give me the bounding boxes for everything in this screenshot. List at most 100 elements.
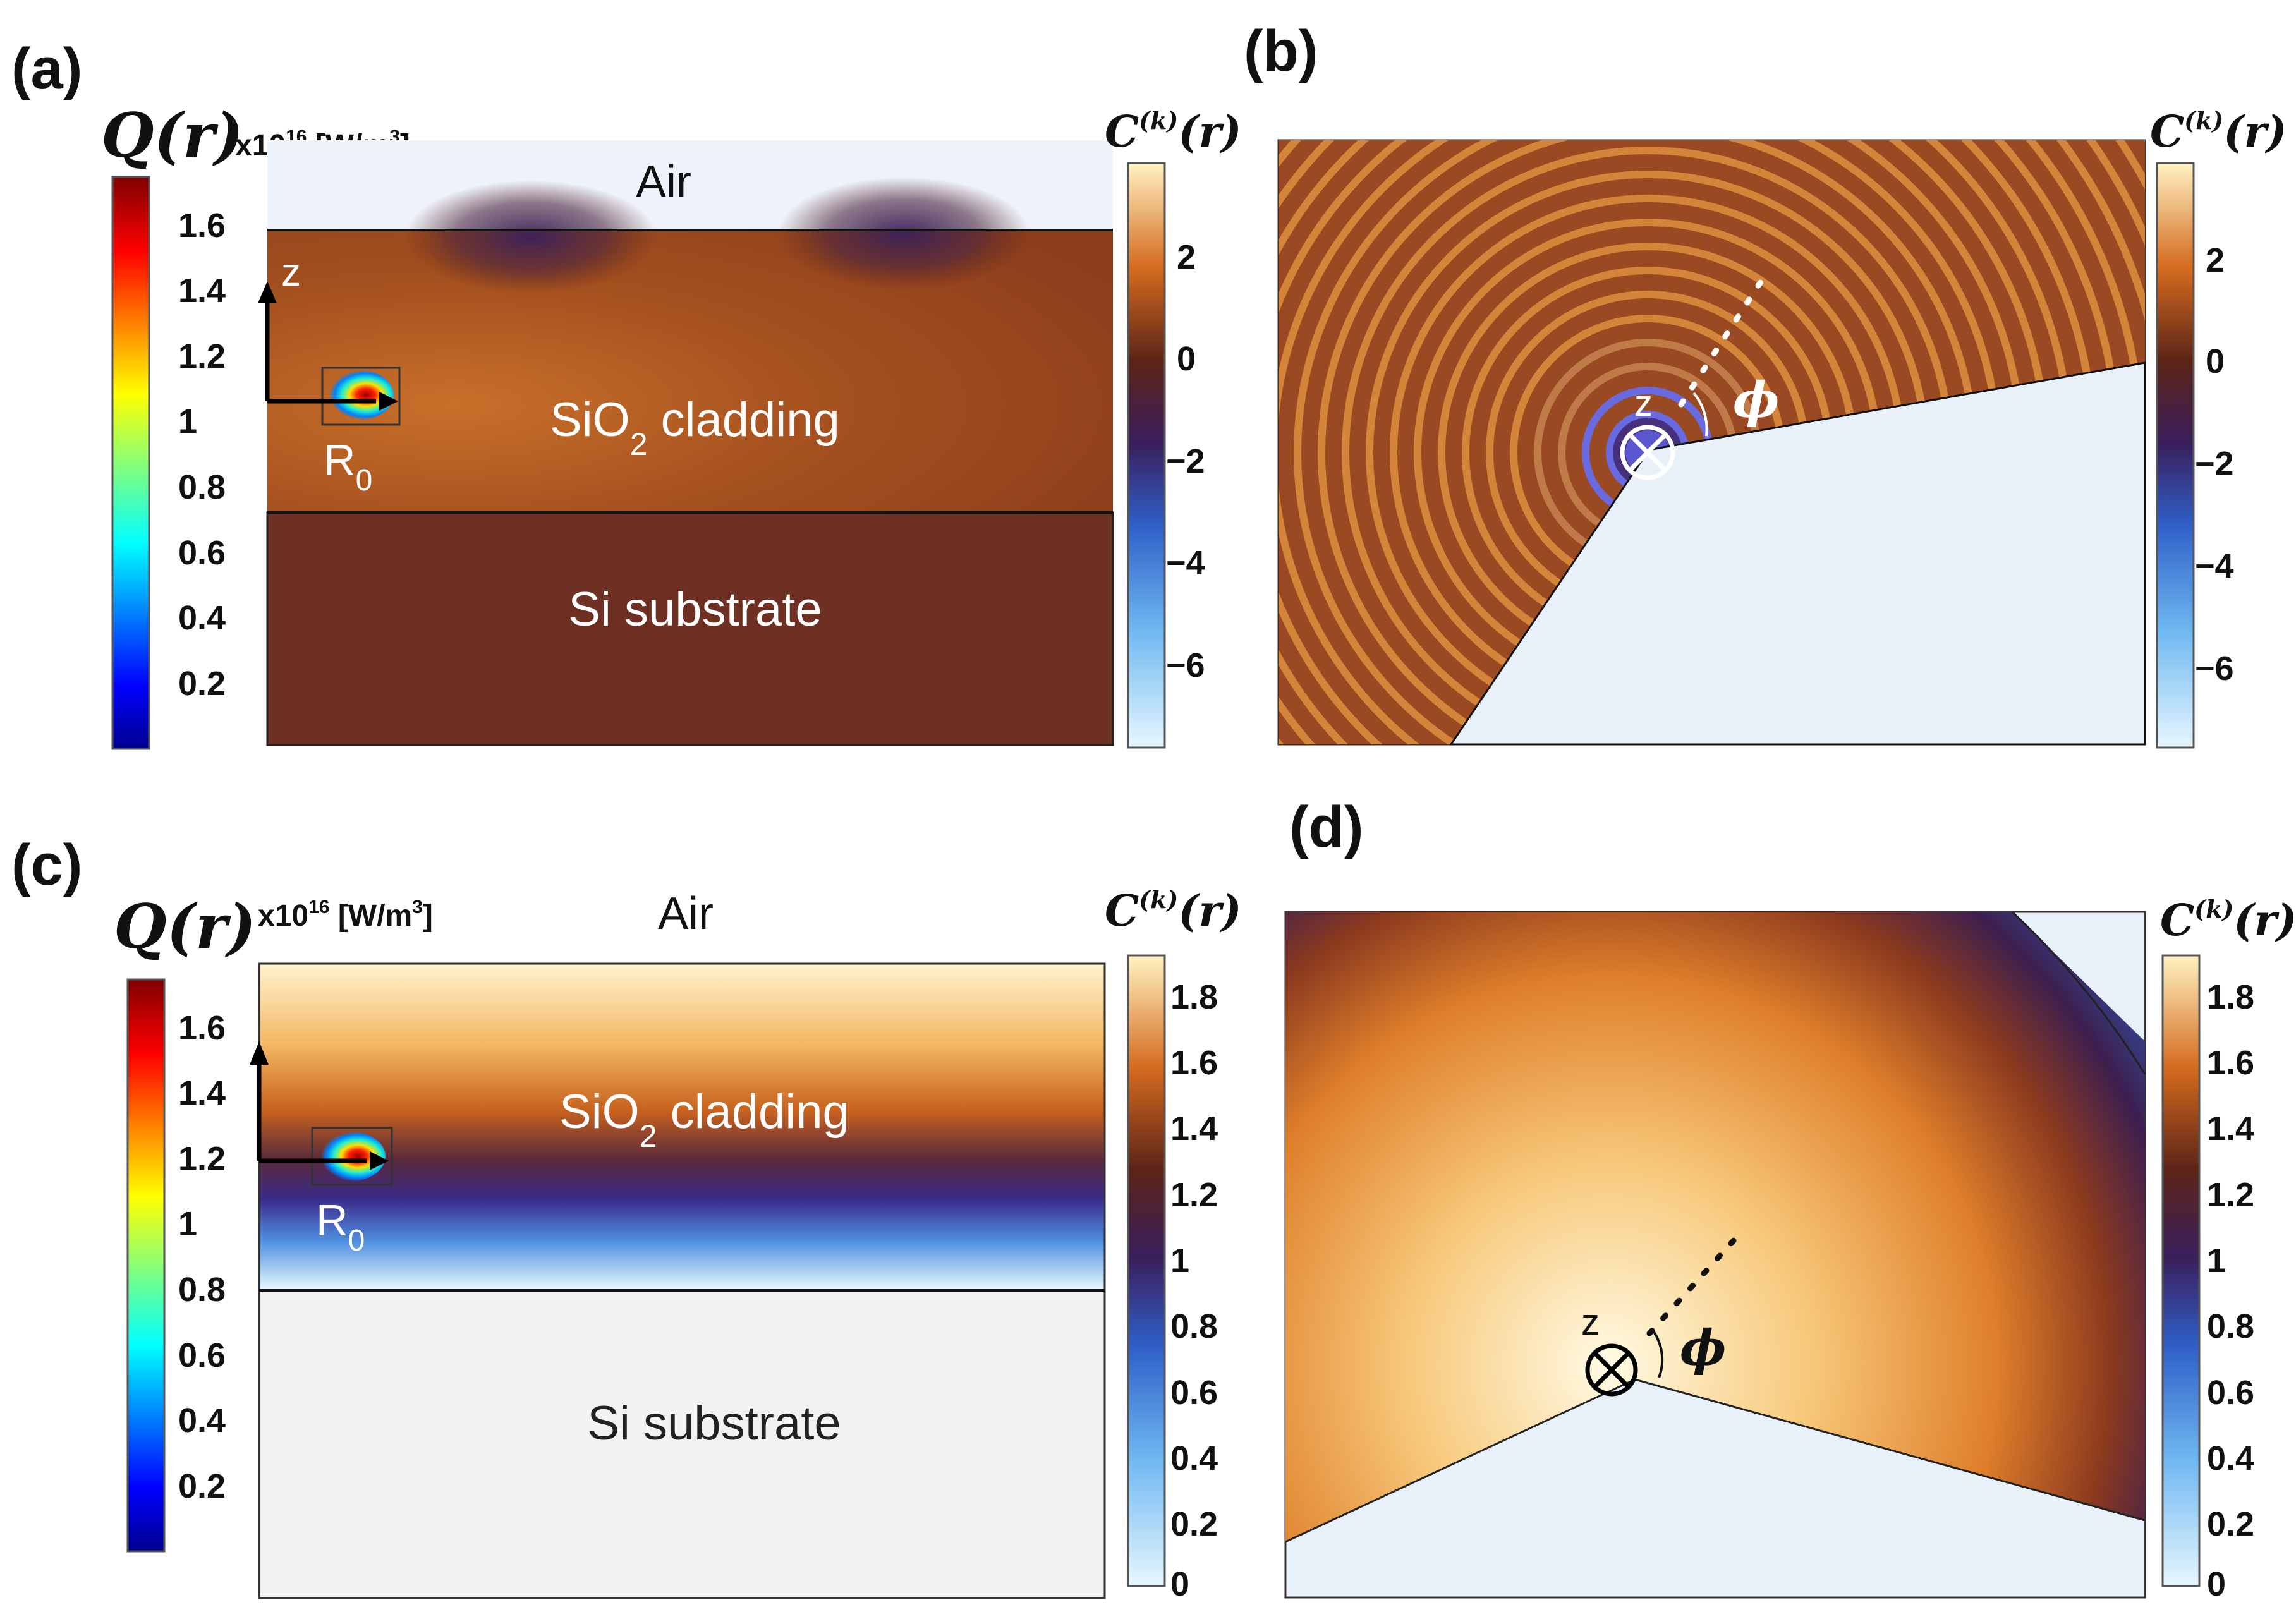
panel-d-phi-reference-line (1646, 1229, 1744, 1336)
q-tick-label: 0.2 (178, 665, 226, 703)
c-tick-label: 0.6 (1170, 1374, 1218, 1412)
panel-d-z-into-page-icon (1585, 1343, 1638, 1397)
panel-a-dark-lobe (777, 177, 1030, 291)
panel-d-label: (d) (1289, 795, 1363, 859)
panel-a-z-axis-arrowhead (258, 281, 277, 303)
panel-b-c-colorbar (2156, 162, 2195, 749)
c-tick-label: 0.2 (2207, 1505, 2254, 1543)
panel-c-cladding-label: SiO2 cladding (559, 1085, 849, 1154)
c-tick-label: 0 (1170, 1565, 1189, 1603)
c-tick-label: 0 (2206, 342, 2225, 380)
c-tick-label: 0.6 (2207, 1374, 2254, 1412)
q-tick-label: 0.6 (178, 1336, 226, 1374)
panel-c: (c) Q(r) x1016 [W/m3] Air 1.6 1.4 1.2 1 … (11, 833, 1242, 1603)
panel-c-label: (c) (11, 833, 82, 897)
c-tick-label: 1.6 (1170, 1044, 1218, 1082)
panel-a-c-colorbar (1127, 162, 1166, 749)
panel-a-q-ticks: 1.6 1.4 1.2 1 0.8 0.6 0.4 0.2 (178, 207, 226, 703)
c-tick-label: 1 (2207, 1242, 2226, 1280)
panel-c-source-blob (312, 1131, 386, 1182)
c-tick-label: 1.6 (2207, 1044, 2254, 1082)
q-tick-label: 0.8 (178, 1271, 226, 1309)
q-tick-label: 0.8 (178, 468, 226, 506)
panel-c-q-unit: x1016 [W/m3] (258, 897, 433, 933)
c-tick-label: 0.2 (1170, 1505, 1218, 1543)
panel-b: (b) z ϕ C(k)(r) 2 0 −2 −4 −6 (1244, 19, 2287, 749)
panel-d-c-colorbar (2161, 954, 2201, 1587)
panel-c-z-axis-arrowhead (250, 1041, 269, 1065)
q-tick-label: 1.4 (178, 1074, 226, 1112)
panel-a-c-ticks: 2 0 −2 −4 −6 (1166, 238, 1205, 684)
q-tick-label: 1.4 (178, 272, 226, 310)
panel-d-phi-label: ϕ (1680, 1319, 1726, 1377)
q-tick-label: 1.2 (178, 337, 226, 375)
panel-c-x-axis-arrowhead (370, 1151, 389, 1170)
panel-b-phi-reference-line (1678, 275, 1766, 408)
panel-d-outer-boundary (2011, 911, 2146, 1075)
c-tick-label: −2 (2195, 445, 2234, 483)
panel-c-air-label: Air (658, 888, 714, 939)
panel-c-c-ticks: 1.8 1.6 1.4 1.2 1 0.8 0.6 0.4 0.2 0 (1170, 978, 1218, 1603)
c-tick-label: 1.4 (2207, 1110, 2254, 1148)
c-tick-label: −6 (1166, 646, 1205, 684)
panel-a-air-label: Air (636, 157, 691, 207)
panel-c-q-ticks: 1.6 1.4 1.2 1 0.8 0.6 0.4 0.2 (178, 1009, 226, 1505)
c-tick-label: 0.8 (2207, 1307, 2254, 1345)
c-tick-label: 1.2 (2207, 1176, 2254, 1214)
panel-c-c-colorbar (1127, 954, 1166, 1587)
c-tick-label: −6 (2195, 650, 2234, 688)
panel-b-c-title: C(k)(r) (2150, 106, 2287, 157)
panel-a-source-label: R0 (324, 435, 372, 497)
c-tick-label: −4 (1166, 544, 1205, 582)
panel-a-substrate-label: Si substrate (568, 583, 822, 636)
c-tick-label: 1.2 (1170, 1176, 1218, 1214)
panel-c-c-title: C(k)(r) (1105, 885, 1242, 936)
panel-b-c-ticks: 2 0 −2 −4 −6 (2195, 241, 2234, 688)
c-tick-label: 0.4 (1170, 1439, 1218, 1477)
q-tick-label: 0.4 (178, 599, 226, 637)
panel-b-z-into-page-icon (1620, 425, 1675, 480)
q-tick-label: 1 (178, 1205, 197, 1243)
panel-a-dark-lobe (404, 180, 657, 294)
panel-b-z-label: z (1634, 383, 1653, 424)
c-tick-label: 0 (2207, 1565, 2226, 1603)
c-tick-label: 1.8 (2207, 978, 2254, 1016)
c-tick-label: 0.8 (1170, 1307, 1218, 1345)
c-tick-label: 2 (1177, 238, 1196, 276)
panel-a-q-colorbar (111, 176, 150, 750)
c-tick-label: 0 (1177, 340, 1196, 378)
q-tick-label: 0.6 (178, 534, 226, 572)
c-tick-label: 1 (1170, 1242, 1189, 1280)
panel-a: (a) Q(r) x1016 [W/m3] 1.6 1.4 1.2 1 0.8 … (11, 37, 1242, 750)
c-tick-label: −4 (2195, 547, 2234, 585)
panel-d-z-label: z (1581, 1302, 1600, 1343)
panel-c-substrate-label: Si substrate (587, 1397, 841, 1450)
panel-d-phi-arc (1651, 1329, 1664, 1378)
panel-a-q-symbol: Q(r) (101, 100, 243, 171)
q-tick-label: 0.4 (178, 1402, 226, 1439)
panel-c-q-symbol: Q(r) (114, 891, 256, 962)
panel-a-cladding-label: SiO2 cladding (550, 393, 840, 462)
panel-c-cladding-region (258, 962, 1106, 1292)
panel-a-source-blob (320, 370, 394, 420)
c-tick-label: 1.8 (1170, 978, 1218, 1016)
panel-a-x-axis-arrowhead (379, 392, 398, 411)
panel-b-wedge-cutout (1449, 361, 2146, 746)
q-tick-label: 1.6 (178, 1009, 226, 1047)
q-tick-label: 0.2 (178, 1467, 226, 1505)
q-tick-label: 1 (178, 403, 197, 440)
c-tick-label: 0.4 (2207, 1439, 2254, 1477)
panel-a-label: (a) (11, 37, 82, 101)
panel-d-c-title: C(k)(r) (2160, 895, 2296, 946)
c-tick-label: 2 (2206, 241, 2225, 279)
panel-d-c-ticks: 1.8 1.6 1.4 1.2 1 0.8 0.6 0.4 0.2 0 (2207, 978, 2254, 1603)
panel-a-substrate-region (266, 511, 1114, 746)
panel-b-label: (b) (1244, 19, 1318, 83)
q-tick-label: 1.6 (178, 207, 226, 245)
panel-c-q-colorbar (126, 978, 166, 1553)
panel-a-z-axis-label: z (281, 251, 301, 294)
panel-d: (d) z ϕ C(k)(r) 1.8 1.6 1.4 1.2 1 0.8 0.… (1284, 795, 2296, 1603)
panel-b-phi-label: ϕ (1733, 372, 1779, 429)
panel-a-c-title: C(k)(r) (1105, 106, 1242, 157)
